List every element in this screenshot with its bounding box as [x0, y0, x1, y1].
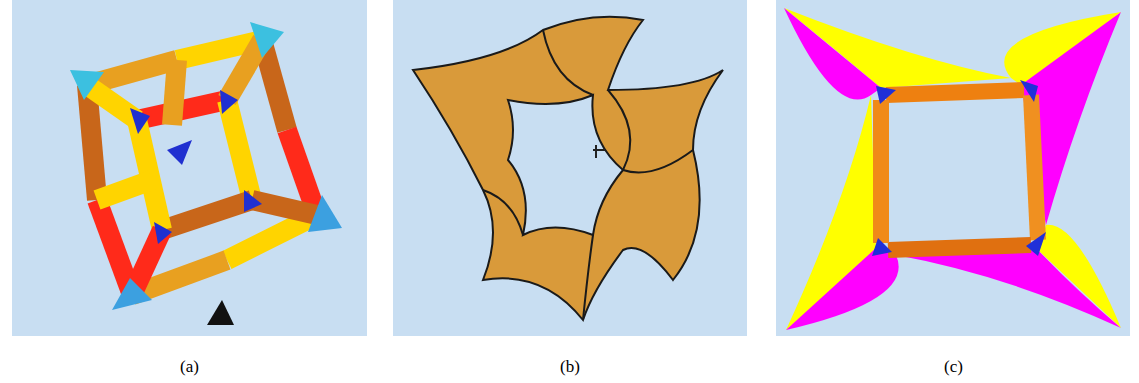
polyhedral-frame-illustration: [12, 0, 367, 336]
panel-label: (b): [560, 357, 580, 377]
panel-label: (c): [944, 357, 963, 377]
panel-label: (a): [180, 357, 199, 377]
minimal-surface-illustration: [393, 0, 747, 336]
pinwheel-frame-illustration: [776, 0, 1130, 336]
